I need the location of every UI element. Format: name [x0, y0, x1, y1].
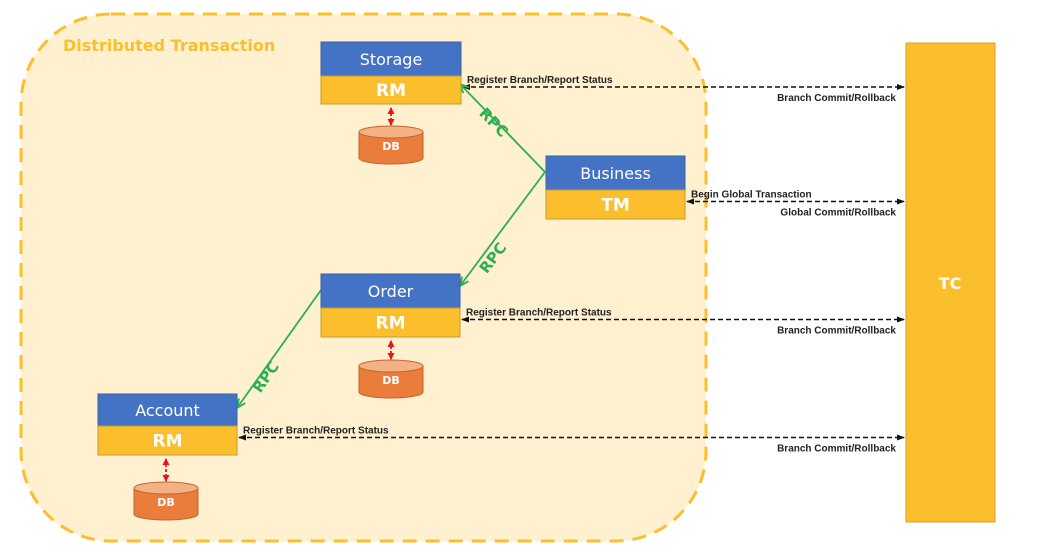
- storage-role: RM: [376, 81, 406, 101]
- order-role-box[interactable]: [320, 307, 461, 338]
- business-lower-label: Global Commit/Rollback: [780, 208, 896, 219]
- storage-db-label: DB: [382, 140, 400, 153]
- rpc-arrow: [460, 84, 546, 173]
- account-db-label: DB: [157, 496, 175, 509]
- business-upper-label: Begin Global Transaction: [691, 190, 812, 201]
- db-cylinder-top: [358, 125, 424, 139]
- storage-role-box[interactable]: [320, 75, 462, 105]
- db-cylinder-top: [133, 481, 199, 495]
- account-role-box[interactable]: [97, 425, 238, 456]
- db-cylinder-icon: [358, 131, 424, 165]
- storage-title: Storage: [360, 50, 423, 69]
- business-title-box[interactable]: [545, 155, 686, 191]
- account-database: DB: [133, 458, 199, 521]
- boundary-label: Distributed Transaction: [63, 36, 275, 55]
- order-database: DB: [358, 340, 424, 399]
- account-role: RM: [152, 432, 182, 452]
- tc-node[interactable]: TC: [905, 42, 996, 523]
- order-title: Order: [368, 282, 414, 301]
- tc-label: TC: [939, 274, 962, 293]
- db-cylinder-icon: [133, 487, 199, 521]
- business-role: TM: [601, 196, 630, 216]
- tc-box[interactable]: [905, 42, 996, 523]
- storage-database: DB: [358, 107, 424, 165]
- business-role-box[interactable]: [545, 189, 686, 220]
- rpc-arrow: [237, 289, 322, 408]
- account-upper-label: Register Branch/Report Status: [243, 426, 389, 437]
- order-db-label: DB: [382, 374, 400, 387]
- storage-lower-label: Branch Commit/Rollback: [777, 93, 896, 104]
- order-lower-label: Branch Commit/Rollback: [777, 326, 896, 337]
- business-title: Business: [580, 164, 651, 183]
- service-nodes: StorageRMDBBusinessTMOrderRMDBAccountRMD…: [97, 41, 686, 521]
- db-cylinder-top: [358, 359, 424, 373]
- storage-upper-label: Register Branch/Report Status: [467, 75, 613, 86]
- account-title: Account: [135, 401, 200, 420]
- order-role: RM: [375, 314, 405, 334]
- order-upper-label: Register Branch/Report Status: [466, 308, 612, 319]
- db-cylinder-icon: [358, 365, 424, 399]
- order-title-box[interactable]: [320, 273, 461, 309]
- rpc-arrow: [460, 171, 546, 286]
- account-title-box[interactable]: [97, 393, 238, 427]
- account-lower-label: Branch Commit/Rollback: [777, 444, 896, 455]
